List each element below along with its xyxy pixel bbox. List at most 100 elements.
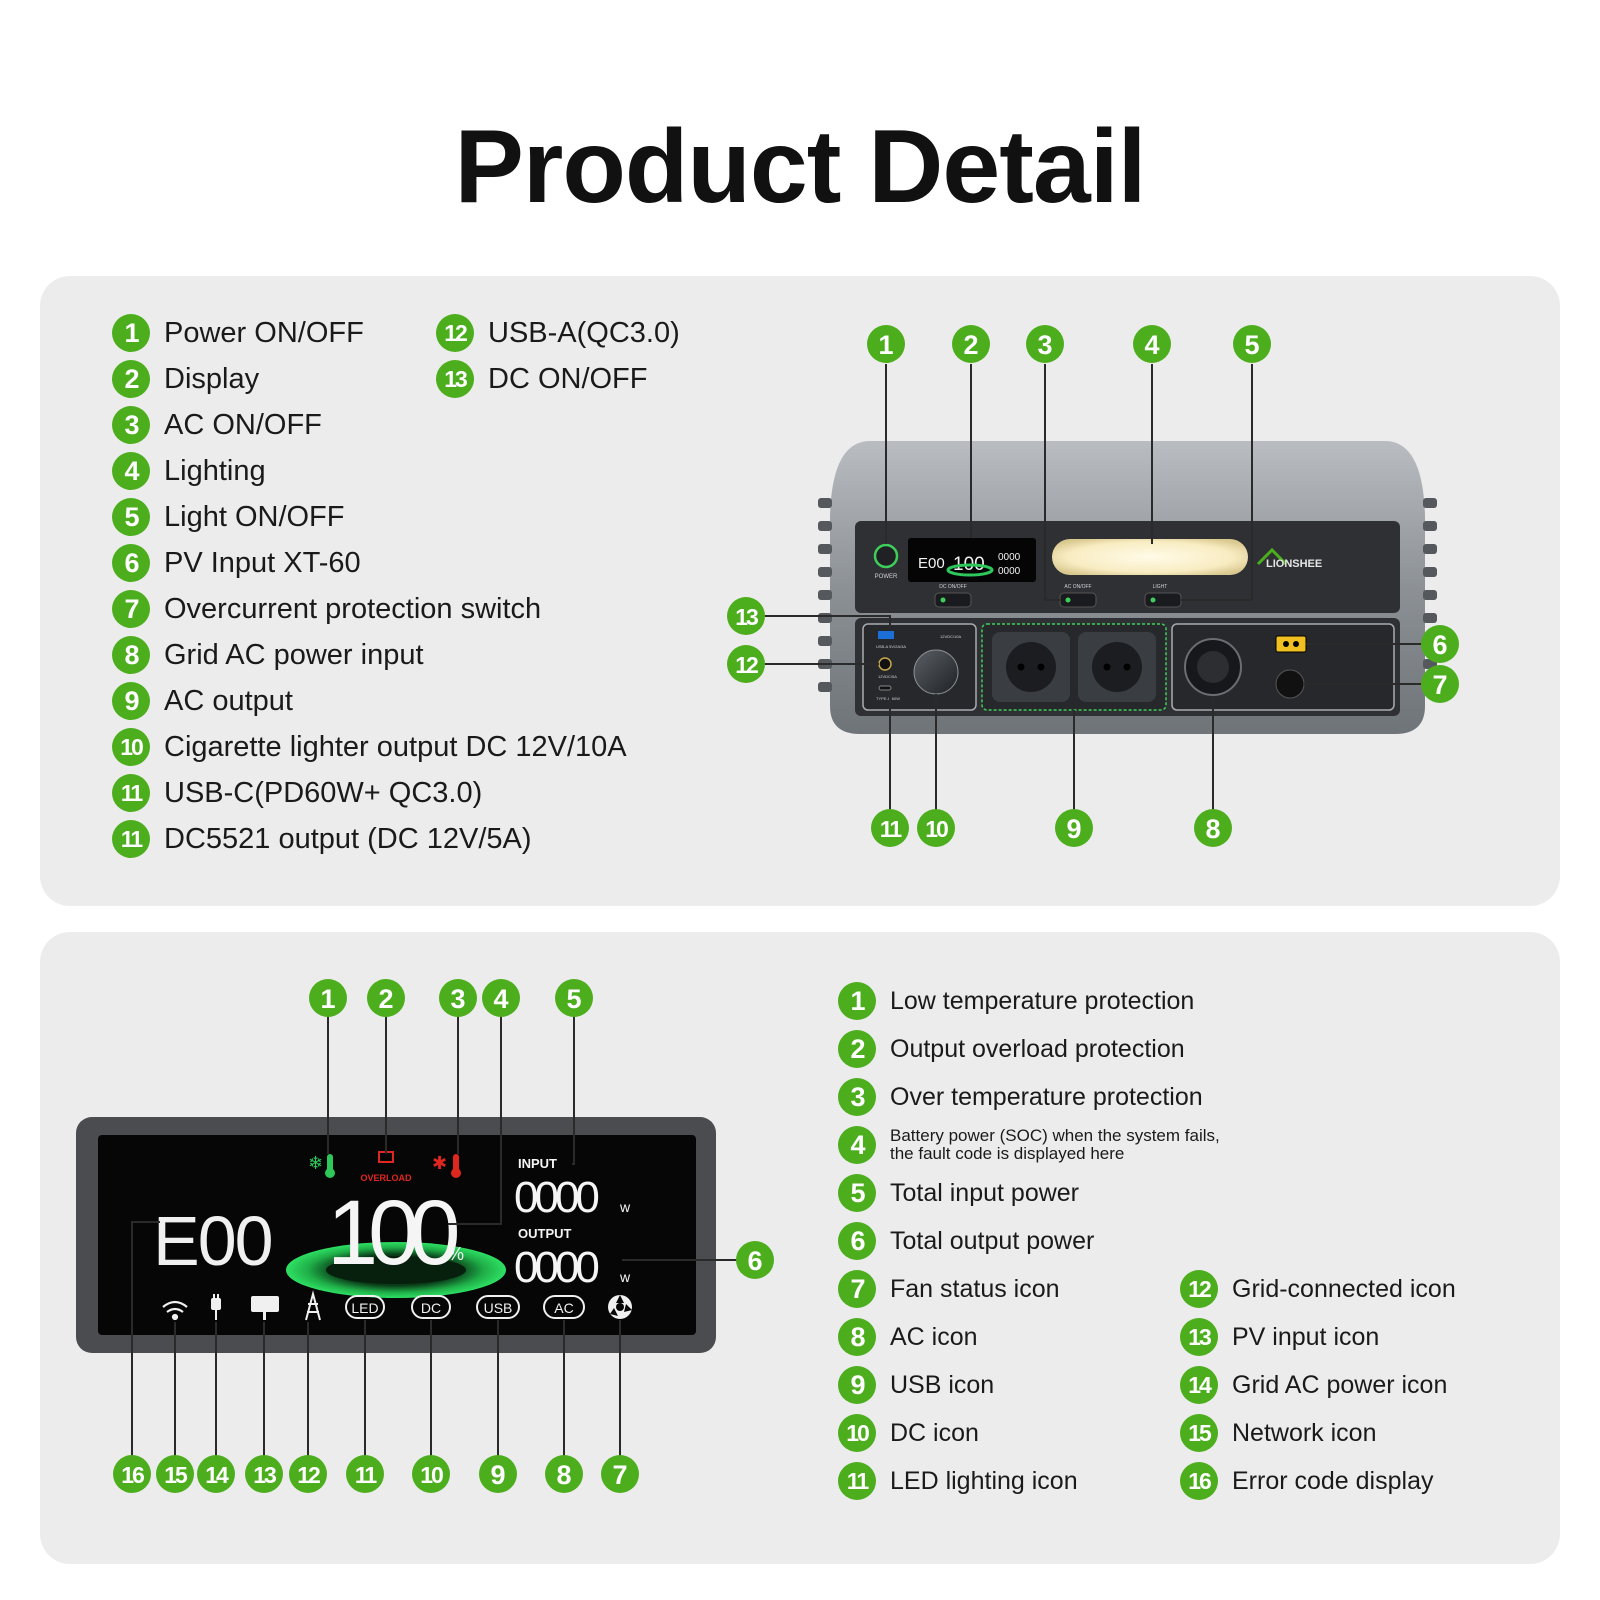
number-badge: 9 — [112, 682, 150, 720]
display-screen — [98, 1135, 696, 1335]
legend-label: Network icon — [1232, 1418, 1377, 1447]
legend-label: PV input icon — [1232, 1322, 1380, 1351]
legend-item-ac-switch: 3 AC ON/OFF — [112, 406, 322, 444]
callout-10: 10 — [925, 816, 948, 842]
number-badge: 4 — [112, 452, 150, 490]
mini-out-text: 0000 — [998, 566, 1021, 577]
legend-item-cigarette: 10 Cigarette lighter output DC 12V/10A — [112, 728, 627, 766]
solar-panel-icon — [251, 1296, 279, 1320]
legend-item-grid-input: 8 Grid AC power input — [112, 636, 424, 674]
input-label: INPUT — [518, 1156, 557, 1171]
number-badge: 3 — [112, 406, 150, 444]
display-callout-badges: 1 2 3 4 5 6 7 8 9 10 11 12 13 14 15 16 — [113, 979, 774, 1493]
legend-label: USB icon — [890, 1370, 995, 1399]
legend-label: USB-A(QC3.0) — [488, 316, 680, 349]
legend-item-low-temp: 1 Low temperature protection — [838, 982, 1194, 1020]
legend-item-error-code: 16 Error code display — [1180, 1462, 1433, 1500]
led-light-bar — [1052, 539, 1248, 575]
number-badge: 7 — [838, 1270, 876, 1308]
legend-label: Output overload protection — [890, 1034, 1185, 1063]
number-badge: 1 — [112, 314, 150, 352]
callout-8: 8 — [1205, 814, 1220, 844]
callout-7: 7 — [1432, 670, 1447, 700]
output-unit: w — [619, 1269, 631, 1285]
legend-item-usb-a: 12 USB-A(QC3.0) — [436, 314, 680, 352]
legend-item-usb-c: 11 USB-C(PD60W+ QC3.0) — [112, 774, 482, 812]
legend-label: Grid AC power input — [164, 638, 424, 671]
dcallout-1: 1 — [320, 984, 335, 1014]
usb-c-port-graphic — [878, 685, 892, 691]
dcallout-8: 8 — [556, 1460, 571, 1490]
ac-icon-text: AC — [554, 1300, 573, 1316]
legend-item-display: 2 Display — [112, 360, 259, 398]
legend-item-input-power: 5 Total input power — [838, 1174, 1079, 1212]
display-detail-panel: ❄ OVERLOAD ✱ E00 100 % INPUT 0000 w OUTP… — [40, 932, 1560, 1564]
ac-switch-label-graphic: AC ON/OFF — [1064, 584, 1091, 590]
legend-item-led-icon: 11 LED lighting icon — [838, 1462, 1078, 1500]
light-switch-label-graphic: LIGHT — [1153, 584, 1168, 590]
callout-5: 5 — [1244, 330, 1259, 360]
legend-label: Grid AC power icon — [1232, 1370, 1448, 1399]
legend-label: Over temperature protection — [890, 1082, 1203, 1111]
legend-label: DC5521 output (DC 12V/5A) — [164, 822, 532, 855]
number-badge: 13 — [436, 360, 474, 398]
legend-label: AC output — [164, 684, 293, 717]
dcallout-3: 3 — [450, 984, 465, 1014]
legend-item-grid-ac-icon: 14 Grid AC power icon — [1180, 1366, 1447, 1404]
dcallout-2: 2 — [378, 984, 393, 1014]
legend-label: Cigarette lighter output DC 12V/10A — [164, 730, 627, 763]
legend-item-overload: 2 Output overload protection — [838, 1030, 1185, 1068]
power-station-illustration: POWER E00 100 0000 0000 LIONSHEE DC ON/O… — [727, 325, 1459, 847]
device-callout-badges: 1 2 3 4 5 6 7 8 9 10 11 12 13 — [727, 325, 1459, 847]
svg-text:12VDC/5A: 12VDC/5A — [878, 674, 897, 679]
number-badge: 6 — [112, 544, 150, 582]
number-badge: 8 — [112, 636, 150, 674]
low-temp-icon: ❄ — [308, 1153, 335, 1178]
dcallout-12: 12 — [297, 1462, 320, 1488]
legend-label: Display — [164, 362, 260, 395]
dcallout-11: 11 — [355, 1462, 378, 1488]
legend-item-soc: 4 Battery power (SOC) when the system fa… — [838, 1126, 1220, 1164]
legend-label: LED lighting icon — [890, 1466, 1078, 1495]
legend-label: Total input power — [890, 1178, 1080, 1207]
usb-a-port-graphic — [878, 631, 894, 639]
legend-item-ac-output: 9 AC output — [112, 682, 293, 720]
legend-label: AC icon — [890, 1322, 978, 1351]
input-value: 0000 — [514, 1173, 598, 1222]
number-badge: 8 — [838, 1318, 876, 1356]
legend-label: Total output power — [890, 1226, 1095, 1255]
legend-item-dc-icon: 10 DC icon — [838, 1414, 979, 1452]
number-badge: 1 — [838, 982, 876, 1020]
dc5521-port-graphic — [878, 657, 892, 671]
callout-13: 13 — [735, 604, 758, 630]
callout-2: 2 — [963, 330, 978, 360]
output-value: 0000 — [514, 1243, 598, 1292]
error-code-text: E00 — [153, 1202, 272, 1280]
dcallout-9: 9 — [490, 1460, 505, 1490]
legend-item-pv-input: 6 PV Input XT-60 — [112, 544, 361, 582]
legend-label: Lighting — [164, 454, 266, 487]
number-badge: 14 — [1180, 1366, 1218, 1404]
number-badge: 9 — [838, 1366, 876, 1404]
number-badge: 4 — [838, 1126, 876, 1164]
dcallout-16: 16 — [121, 1462, 144, 1488]
legend-label: Overcurrent protection switch — [164, 592, 542, 625]
led-icon-text: LED — [351, 1300, 378, 1316]
legend-item-grid-connected: 12 Grid-connected icon — [1180, 1270, 1456, 1308]
legend-label: DC ON/OFF — [488, 362, 648, 395]
legend-item-ac-icon: 8 AC icon — [838, 1318, 978, 1356]
svg-text:✱: ✱ — [432, 1153, 447, 1173]
callout-4: 4 — [1144, 330, 1159, 360]
legend-item-power: 1 Power ON/OFF — [112, 314, 364, 352]
legend-item-over-temp: 3 Over temperature protection — [838, 1078, 1203, 1116]
legend-item-fan: 7 Fan status icon — [838, 1270, 1060, 1308]
number-badge: 3 — [838, 1078, 876, 1116]
callout-6: 6 — [1432, 630, 1447, 660]
soc-unit: % — [448, 1244, 464, 1264]
callout-9: 9 — [1066, 814, 1081, 844]
legend-label: USB-C(PD60W+ QC3.0) — [164, 776, 483, 809]
legend-label: AC ON/OFF — [164, 408, 322, 441]
power-tower-icon — [305, 1290, 321, 1321]
page-title: Product Detail — [454, 109, 1147, 225]
legend-item-overcurrent: 7 Overcurrent protection switch — [112, 590, 541, 628]
